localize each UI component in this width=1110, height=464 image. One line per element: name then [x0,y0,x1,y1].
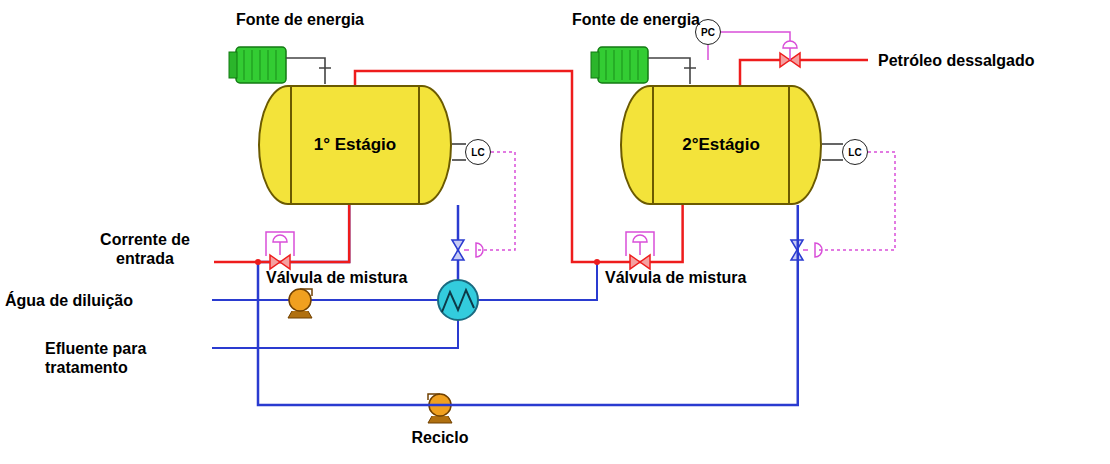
stream-label: Água de diluição [5,291,133,310]
stream-label: Válvula de mistura [605,268,746,287]
pump-outlet [428,394,440,400]
signal-line [721,32,790,41]
instrument-bubble: LC [842,139,868,165]
signal-line [816,152,895,250]
transformer-symbol [229,47,331,84]
valve-actuator [633,235,647,255]
stream-label: Efluente para tratamento [45,339,195,377]
signal-line [707,45,709,60]
pump-base [428,416,452,423]
bushing-line [286,58,331,84]
instrument-bracket [822,144,843,160]
transformer-body [236,47,286,83]
instrument-tag: PC [701,27,715,38]
stream-label: Fonte de energia [572,10,700,29]
stage-label: 2°Estágio [682,135,760,155]
stream-label: Petróleo dessalgado [878,51,1035,70]
vessel-head-seam [418,87,420,203]
pump-body [289,289,311,311]
exchanger-tube [442,290,474,312]
mixing-valve [630,255,650,269]
transformer-symbol [591,47,696,84]
stream-label: Reciclo [412,428,469,447]
instrument-bubble: LC [465,139,491,165]
recycle-water-line [258,205,798,405]
stage-label: 1° Estágio [314,135,396,155]
effluent-line [212,320,458,348]
mixing-valve [270,255,290,269]
vessel-head-seam [788,87,790,203]
transformer-body [598,47,648,83]
junction-dot [255,259,261,265]
desalter-vessel: 1° Estágio [258,85,452,205]
valve-actuator [273,235,287,255]
instrument-tag: LC [848,147,861,158]
crude-inlet-line [214,205,349,262]
transformer-ribs [244,50,276,80]
vessel-head-seam [652,87,654,203]
junction-dot [594,259,600,265]
pump-base [288,311,312,318]
valve-actuator-frame [266,232,294,256]
pump-outlet [300,289,312,296]
exchanger-shell [438,280,478,320]
instrument-tag: LC [471,147,484,158]
transformer-fin [229,52,237,78]
pump-symbol [428,394,452,423]
transformer-fin [591,52,599,78]
stream-label: Corrente de entrada [100,230,190,268]
instrument-bracket [452,144,466,160]
vessel-head-seam [290,87,292,203]
signal-line [477,152,515,250]
stream-label: Válvula de mistura [266,268,407,287]
desalter-vessel: 2°Estágio [620,85,822,205]
pump-symbol [288,289,312,318]
control-valve [452,240,464,260]
heat-exchanger-symbol [438,280,478,320]
valve-actuator [783,41,797,60]
bushing-line [648,58,696,84]
oil-outlet-line [740,60,868,85]
stream-label: Fonte de energia [236,10,364,29]
valve-actuator-frame [626,232,654,256]
transformer-ribs [606,50,638,80]
